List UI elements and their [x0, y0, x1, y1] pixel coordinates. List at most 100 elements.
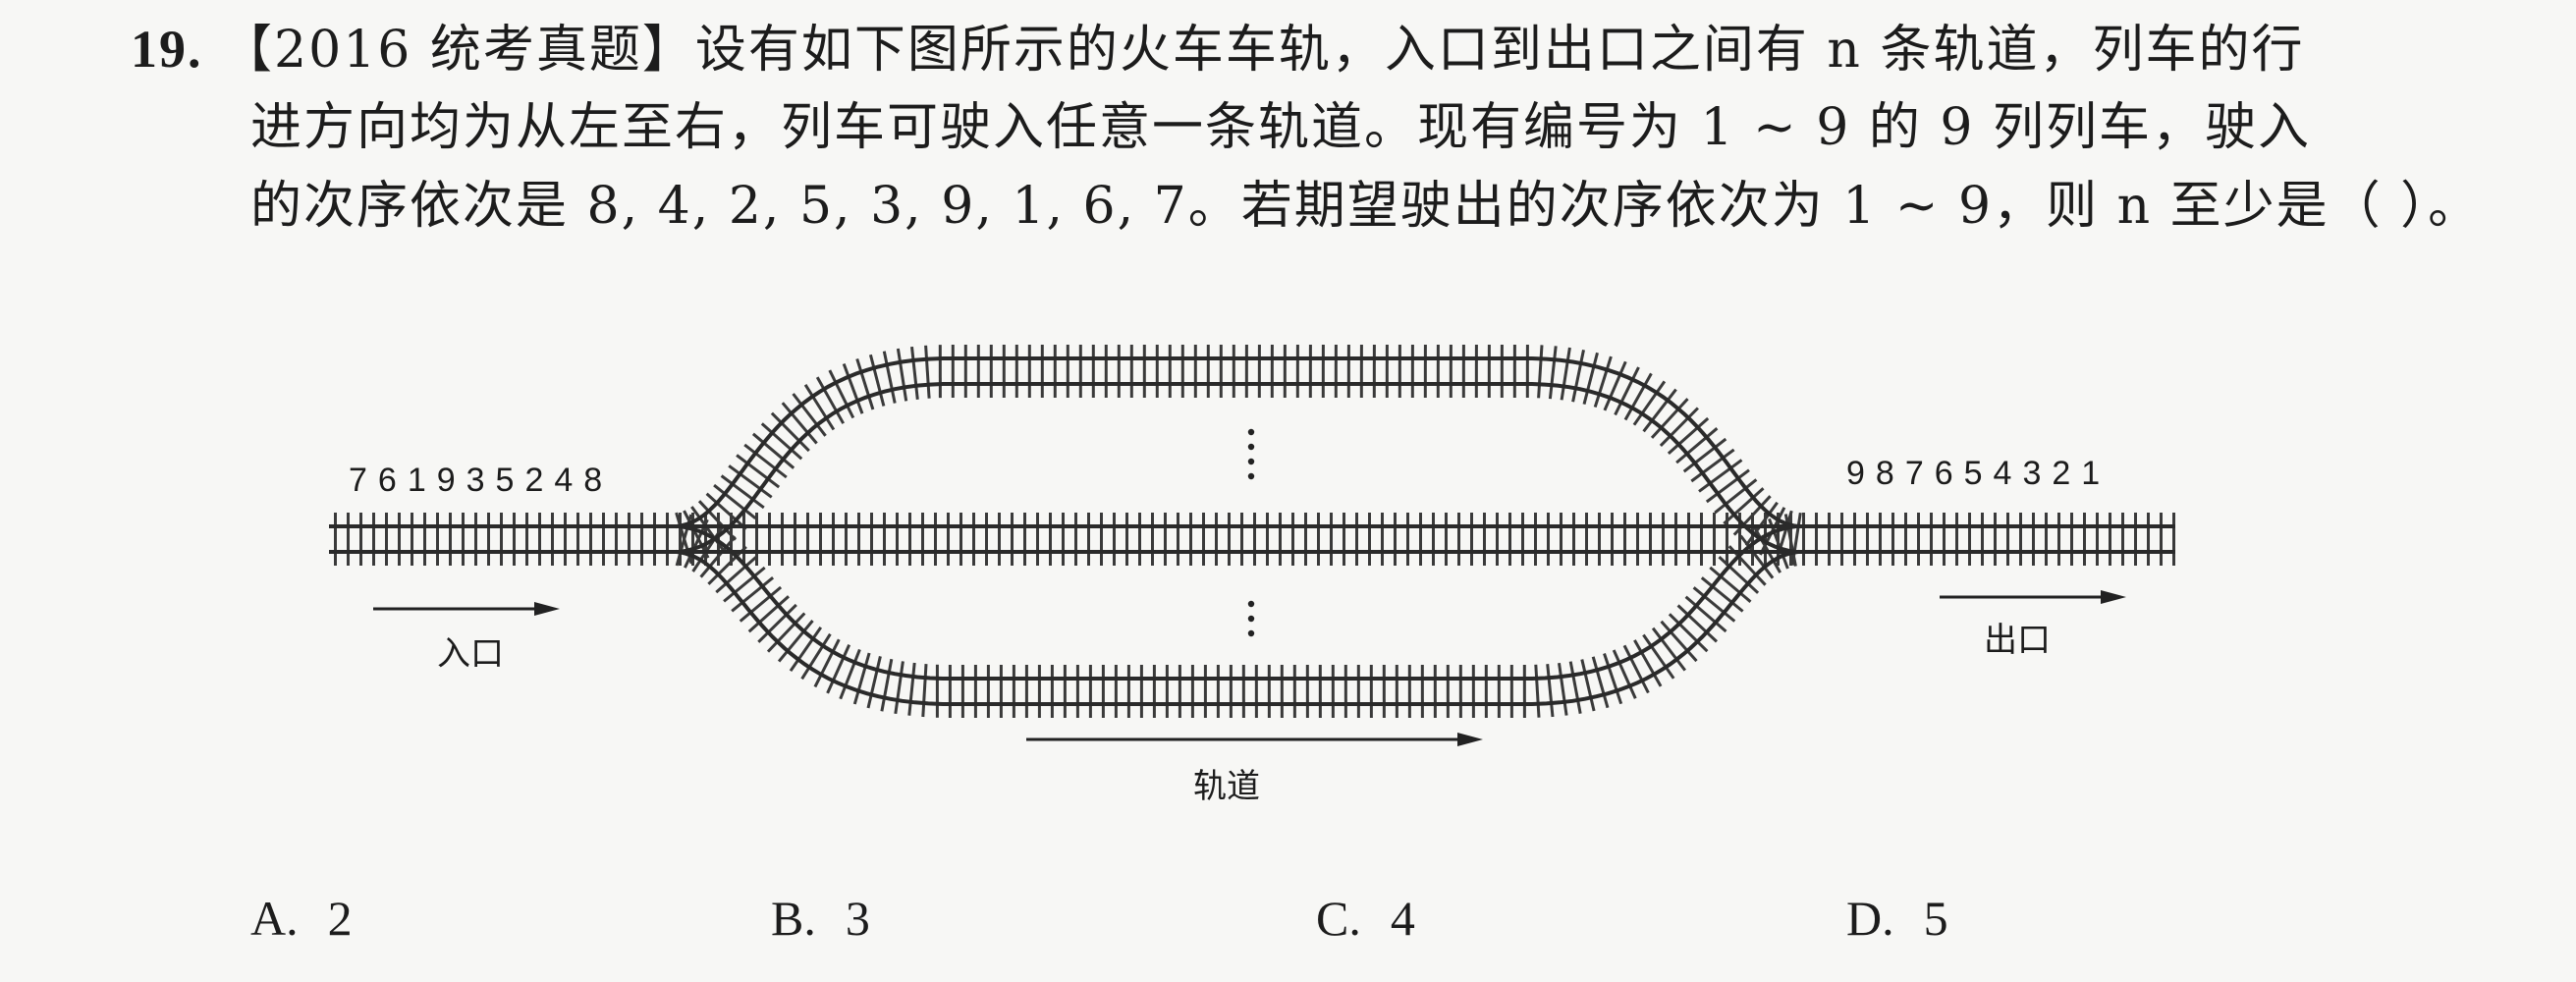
- lower-track-tie: [1752, 525, 1782, 573]
- question-line-1: 19. 【2016 统考真题】设有如下图所示的火车车轨，入口到出口之间有 n 条…: [131, 10, 2304, 89]
- track-rails: [329, 356, 2175, 706]
- upper-track-tie: [910, 346, 919, 400]
- upper-track-tie: [1732, 495, 1772, 536]
- choice-b[interactable]: B.3: [771, 884, 870, 953]
- exit-sequence: 987654321: [1846, 455, 2110, 492]
- choice-a[interactable]: A.2: [250, 884, 353, 953]
- lower-track-tie: [707, 545, 747, 585]
- lower-track-tie: [1668, 613, 1709, 653]
- ellipsis-dot: [1247, 629, 1255, 637]
- lower-track-tie: [1603, 653, 1623, 705]
- lower-track-tie: [1739, 534, 1775, 579]
- upper-track-tie: [1667, 416, 1710, 456]
- upper-track-rail-lower: [675, 356, 1800, 529]
- lower-track-tie: [684, 518, 709, 569]
- upper-track-tie: [1659, 407, 1699, 447]
- lower-track-tie: [894, 661, 904, 715]
- upper-track-tie: [815, 376, 846, 424]
- lower-track-tie: [826, 643, 851, 694]
- upper-track-tie: [1723, 487, 1765, 525]
- exit-arrow-head: [2101, 590, 2126, 604]
- choice-c-value: 4: [1390, 891, 1415, 946]
- choice-d[interactable]: D. 5: [1846, 884, 1948, 953]
- upper-track-tie: [803, 384, 836, 431]
- upper-track-tie: [683, 510, 710, 559]
- lower-track-tie: [747, 595, 790, 633]
- lower-track-tie: [1692, 586, 1736, 623]
- lower-track-tie: [839, 648, 861, 700]
- ellipsis-dot: [1247, 458, 1255, 465]
- upper-track-rail-upper: [679, 382, 1796, 554]
- lower-track-tie: [921, 664, 928, 718]
- upper-track-tie: [1744, 501, 1779, 547]
- question-line-2: 进方向均为从左至右，列车可驶入任意一条轨道。现有编号为 1 ~ 9 的 9 列列…: [250, 98, 2311, 157]
- question-line-3: 的次序依次是 8, 4, 2, 5, 3, 9, 1, 6, 7。若期望驶出的次…: [250, 177, 2482, 236]
- lower-track-tie: [1709, 566, 1752, 603]
- upper-track-tie: [1790, 512, 1802, 566]
- choice-c-letter: C.: [1316, 891, 1361, 946]
- choice-c[interactable]: C. 4: [1316, 884, 1415, 953]
- ellipsis-dot: [1247, 615, 1255, 623]
- upper-track-tie: [713, 483, 757, 519]
- upper-track-tie: [1603, 360, 1627, 411]
- upper-track-tie: [1632, 380, 1667, 426]
- choice-d-value: 5: [1923, 891, 1948, 946]
- lower-track-tie: [1718, 555, 1760, 594]
- lower-track-tie: [813, 638, 841, 688]
- upper-track-tie: [705, 492, 747, 530]
- upper-track-tie: [1571, 349, 1585, 403]
- entry-label: 入口: [437, 635, 504, 673]
- lower-track-tie: [691, 526, 724, 573]
- upper-track-tie: [1650, 398, 1689, 439]
- upper-track-tie: [697, 500, 737, 541]
- ellipsis-dot: [1247, 472, 1255, 480]
- lower-track-tie: [880, 658, 894, 712]
- upper-track-tie: [675, 512, 693, 565]
- upper-track-tie: [1698, 459, 1743, 493]
- choice-a-value: 2: [327, 891, 353, 946]
- lower-track-tie: [1568, 661, 1582, 714]
- upper-track-tie: [720, 474, 765, 510]
- lower-track-tie: [1591, 656, 1610, 709]
- lower-track-tie: [1684, 595, 1727, 633]
- upper-track-tie: [855, 357, 875, 410]
- upper-track-tie: [1775, 510, 1793, 563]
- exit-label: 出口: [1984, 622, 2051, 659]
- lower-track-tie: [852, 652, 871, 705]
- upper-track-tie: [842, 362, 864, 414]
- question-number: 19.: [131, 20, 203, 79]
- upper-track-tie: [1642, 388, 1677, 433]
- upper-track-tie: [882, 351, 897, 404]
- lower-track-tie: [1783, 514, 1797, 567]
- question-text-1: 【2016 统考真题】设有如下图所示的火车车轨，入口到出口之间有 n 条轨道，列…: [221, 21, 2305, 80]
- upper-track-tie: [828, 369, 855, 419]
- lower-track-tie: [757, 603, 797, 643]
- lower-track-tie: [699, 535, 737, 578]
- track-ties: [334, 344, 2175, 719]
- lower-track-tie: [907, 662, 916, 716]
- upper-track-tie: [1682, 437, 1727, 473]
- upper-track-tie: [751, 432, 795, 469]
- lower-track-tie: [715, 556, 757, 594]
- entry-arrow-head: [534, 602, 560, 616]
- lower-track-tie: [866, 656, 882, 709]
- lower-track-tie: [789, 627, 823, 673]
- upper-track-tie: [743, 443, 788, 479]
- lower-track-tie: [1622, 644, 1650, 694]
- choice-d-letter: D.: [1846, 891, 1894, 946]
- more-tracks-dots: [1247, 428, 1255, 637]
- upper-track-tie: [792, 393, 827, 437]
- lower-track-rail-lower: [679, 524, 1796, 681]
- upper-track-tie: [1614, 366, 1640, 416]
- upper-track-tie: [896, 348, 908, 402]
- choice-b-value: 3: [845, 891, 870, 946]
- upper-track-tie: [1705, 468, 1750, 504]
- lower-track-tie: [1727, 545, 1767, 586]
- lower-track-tie: [1651, 627, 1686, 672]
- lower-track-tie: [1534, 664, 1541, 718]
- upper-track-tie: [1623, 372, 1653, 421]
- upper-track-tie: [728, 464, 773, 499]
- lower-track-tie: [731, 576, 775, 613]
- lower-track-tie: [1642, 633, 1675, 680]
- lower-track-tie: [1768, 518, 1789, 570]
